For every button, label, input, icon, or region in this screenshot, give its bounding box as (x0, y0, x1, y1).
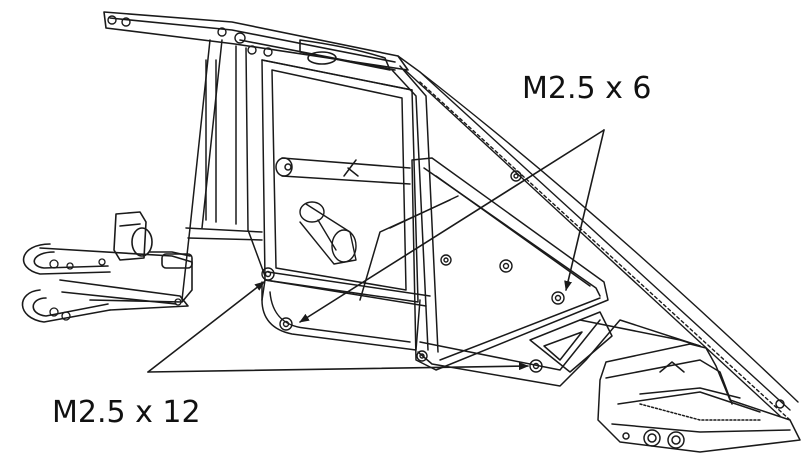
screw-label-bottom: M2.5 x 12 (52, 395, 201, 430)
diagonal-strut (397, 55, 799, 421)
screw (416, 350, 428, 362)
screw (499, 259, 513, 273)
screw (279, 317, 293, 331)
screw (529, 359, 543, 373)
leader-arrow (299, 129, 605, 323)
screw (510, 170, 522, 182)
screw-group (261, 170, 565, 373)
left-mount-holes (49, 258, 182, 321)
leader-arrow (147, 281, 265, 373)
right-side-plate (359, 157, 609, 371)
leader-arrows-top (299, 129, 605, 323)
inner-frame (261, 59, 439, 353)
left-mount (21, 211, 193, 323)
screw (261, 267, 275, 281)
left-upright (181, 39, 266, 301)
front-bumper (597, 343, 801, 453)
top-rail (103, 11, 409, 71)
screw-label-top: M2.5 x 6 (522, 71, 652, 106)
lower-plate (261, 271, 431, 351)
leader-arrows-bottom (147, 281, 529, 373)
motor-cylinder (299, 201, 357, 265)
screw (551, 291, 565, 305)
bottom-brace (417, 311, 701, 387)
leader-arrow (564, 129, 605, 291)
cross-tube (275, 157, 411, 185)
screw (440, 254, 452, 266)
top-rail-holes (107, 15, 273, 57)
leader-arrow (147, 362, 529, 373)
